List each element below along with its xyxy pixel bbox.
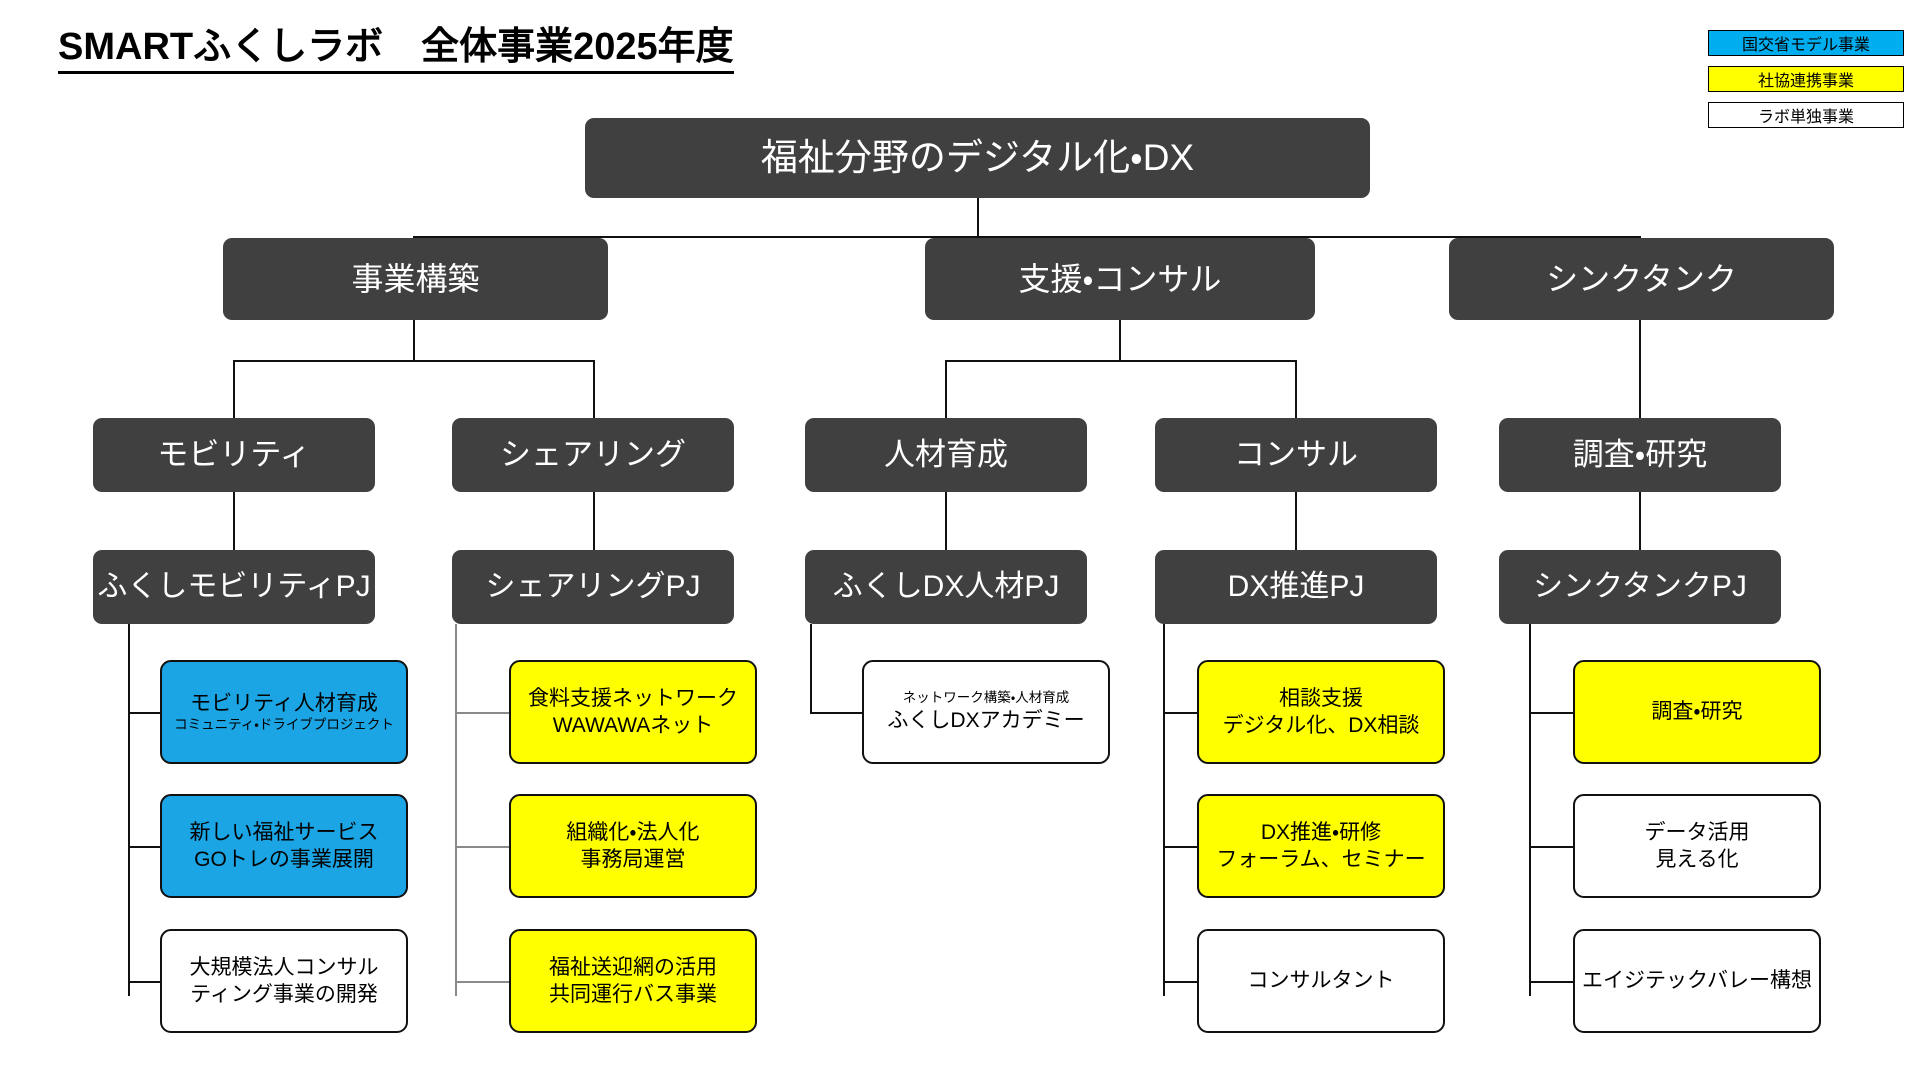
node-sharing-pj[interactable]: シェアリングPJ	[452, 550, 734, 624]
leaf-large-corp-consulting[interactable]: 大規模法人コンサル ティング事業の開発	[160, 929, 408, 1033]
leaf-line-1: 新しい福祉サービス	[189, 820, 379, 844]
connector-shien-down	[1119, 320, 1122, 360]
leaf-line-2: デジタル化、DX相談	[1222, 714, 1420, 737]
connector-jinzai-spine	[810, 624, 813, 712]
leaf-data-katsuyo[interactable]: データ活用 見える化	[1573, 794, 1821, 898]
connector-thinktank-branch-3	[1529, 981, 1573, 984]
connector-thinktank-branch-2	[1529, 846, 1573, 849]
leaf-line-1: 組織化・法人化	[566, 820, 700, 844]
connector-thinktank-to-pj	[1639, 492, 1642, 550]
connector-shien-bus	[945, 360, 1295, 363]
connector-consul-branch-2	[1163, 846, 1197, 849]
leaf-subtitle: コミュニティ・ドライブプロジェクト	[174, 717, 394, 733]
connector-jigyo-bus	[233, 360, 595, 363]
legend-item-shakyo: 社協連携事業	[1708, 66, 1904, 92]
connector-to-mobility	[233, 360, 236, 418]
connector-root-down	[977, 198, 980, 236]
connector-to-sharing	[593, 360, 596, 418]
leaf-line-1: 調査・研究	[1651, 700, 1743, 724]
leaf-line-1: 食料支援ネットワーク	[528, 686, 738, 710]
leaf-line-1: エイジテックバレー構想	[1582, 969, 1812, 993]
leaf-mobility-jinzai-ikusei[interactable]: モビリティ人材育成 コミュニティ・ドライブプロジェクト	[160, 660, 408, 764]
leaf-line-2: 共同運行バス事業	[549, 983, 717, 1006]
leaf-title: ふくしDXアカデミー	[887, 708, 1085, 732]
leaf-soshikika-hojinka[interactable]: 組織化・法人化 事務局運営	[509, 794, 757, 898]
legend-item-lab-solo: ラボ単独事業	[1708, 102, 1904, 128]
node-chosa-kenkyu[interactable]: 調査・研究	[1499, 418, 1781, 492]
connector-thinktank-spine	[1529, 624, 1532, 996]
leaf-line-1: DX推進・研修	[1260, 820, 1382, 844]
connector-thinktank-branch-1	[1529, 712, 1573, 715]
connector-mobility-branch-1	[128, 712, 160, 715]
leaf-subtitle: ネットワーク構築・人材育成	[902, 689, 1070, 705]
connector-to-consul	[1295, 360, 1298, 418]
connector-mobility-branch-3	[128, 981, 160, 984]
connector-thinktank-down	[1639, 320, 1642, 418]
leaf-line-2: フォーラム、セミナー	[1216, 848, 1426, 871]
leaf-line-2: ティング事業の開発	[190, 983, 378, 1006]
node-dx-suishin-pj[interactable]: DX推進PJ	[1155, 550, 1437, 624]
node-thinktank-pj[interactable]: シンクタンクPJ	[1499, 550, 1781, 624]
node-fukushi-dx-jinzai-pj[interactable]: ふくしDX人材PJ	[805, 550, 1087, 624]
leaf-line-2: WAWAWAネット	[552, 714, 714, 737]
connector-consul-spine	[1163, 624, 1166, 996]
legend: 国交省モデル事業 社協連携事業 ラボ単独事業	[1708, 30, 1904, 128]
leaf-chosa-kenkyu[interactable]: 調査・研究	[1573, 660, 1821, 764]
node-jigyo-kochiku[interactable]: 事業構築	[223, 238, 608, 320]
connector-jinzai-to-pj	[945, 492, 948, 550]
leaf-fukushi-dx-academy[interactable]: ネットワーク構築・人材育成 ふくしDXアカデミー	[862, 660, 1110, 764]
connector-sharing-branch-1	[455, 712, 509, 715]
connector-consul-branch-3	[1163, 981, 1197, 984]
connector-level2-bus	[413, 236, 1639, 239]
node-thinktank[interactable]: シンクタンク	[1449, 238, 1834, 320]
leaf-food-support-network[interactable]: 食料支援ネットワーク WAWAWAネット	[509, 660, 757, 764]
connector-consul-to-pj	[1295, 492, 1298, 550]
leaf-line-1: 大規模法人コンサル	[189, 955, 379, 979]
connector-consul-branch-1	[1163, 712, 1197, 715]
connector-to-jinzai	[945, 360, 948, 418]
leaf-new-welfare-service[interactable]: 新しい福祉サービス GOトレの事業展開	[160, 794, 408, 898]
node-root-welfare-dx[interactable]: 福祉分野のデジタル化・DX	[585, 118, 1370, 198]
leaf-consultant[interactable]: コンサルタント	[1197, 929, 1445, 1033]
leaf-agetech-valley[interactable]: エイジテックバレー構想	[1573, 929, 1821, 1033]
leaf-line-1: 福祉送迎網の活用	[549, 955, 717, 979]
legend-item-kokkosho: 国交省モデル事業	[1708, 30, 1904, 56]
leaf-line-2: 事務局運営	[580, 848, 686, 871]
leaf-fukushi-soge-bus[interactable]: 福祉送迎網の活用 共同運行バス事業	[509, 929, 757, 1033]
node-mobility[interactable]: モビリティ	[93, 418, 375, 492]
connector-jinzai-branch-1	[810, 712, 862, 715]
node-sharing[interactable]: シェアリング	[452, 418, 734, 492]
leaf-line-1: データ活用	[1644, 820, 1750, 844]
page-title: SMARTふくしラボ 全体事業2025年度	[58, 26, 734, 74]
node-consul[interactable]: コンサル	[1155, 418, 1437, 492]
node-fukushi-mobility-pj[interactable]: ふくしモビリティPJ	[93, 550, 375, 624]
connector-mobility-branch-2	[128, 846, 160, 849]
leaf-line-1: 相談支援	[1279, 686, 1363, 710]
connector-sharing-spine	[455, 624, 458, 996]
node-jinzai-ikusei[interactable]: 人材育成	[805, 418, 1087, 492]
connector-sharing-to-pj	[593, 492, 596, 550]
leaf-sodan-shien[interactable]: 相談支援 デジタル化、DX相談	[1197, 660, 1445, 764]
connector-mobility-spine	[128, 624, 131, 996]
leaf-title: モビリティ人材育成	[190, 691, 378, 715]
connector-sharing-branch-2	[455, 846, 509, 849]
leaf-dx-suishin-kenshu[interactable]: DX推進・研修 フォーラム、セミナー	[1197, 794, 1445, 898]
connector-jigyo-down	[413, 320, 416, 360]
connector-sharing-branch-3	[455, 981, 509, 984]
leaf-line-2: 見える化	[1655, 848, 1739, 871]
leaf-line-2: GOトレの事業展開	[194, 848, 374, 871]
leaf-line-1: コンサルタント	[1247, 969, 1395, 993]
node-shien-consul[interactable]: 支援・コンサル	[925, 238, 1315, 320]
connector-mobility-to-pj	[233, 492, 236, 550]
